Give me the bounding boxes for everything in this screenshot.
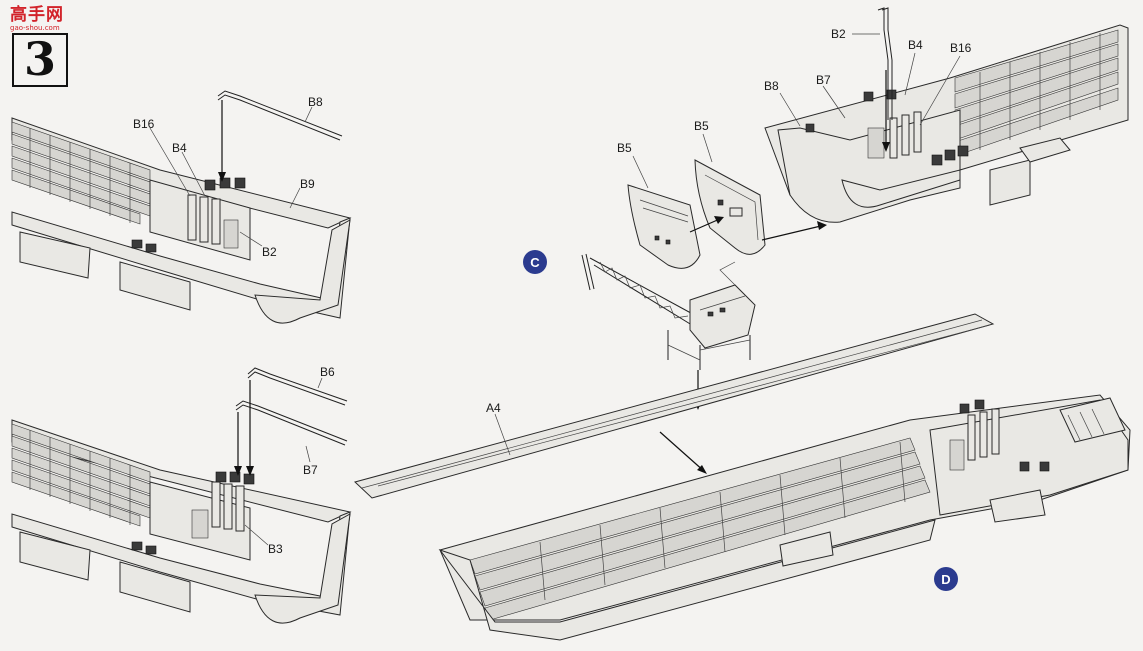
- part-label-b7-top-right: B7: [816, 73, 831, 87]
- part-label-b3-bottom-left: B3: [268, 542, 283, 556]
- deck-plank-a4: [354, 313, 995, 499]
- part-label-b5-right: B5: [694, 119, 709, 133]
- brick-rows-top-left: [11, 121, 151, 225]
- hull-section-main: [438, 394, 1131, 641]
- marker-c-label: C: [530, 255, 540, 270]
- part-label-b5-left: B5: [617, 141, 632, 155]
- stair-assembly-bottom-left: [131, 471, 255, 555]
- part-label-b2-top-left: B2: [262, 245, 277, 259]
- brick-rows-main: [469, 437, 931, 621]
- part-label-b9-top-left: B9: [300, 177, 315, 191]
- site-logo: 高手网 gao-shou.com: [10, 6, 76, 32]
- part-label-b16-top-right: B16: [950, 41, 972, 55]
- hull-section-top-right: [764, 7, 1129, 223]
- end-panel-b5-left: [627, 155, 701, 269]
- end-panel-b5-right: [694, 133, 766, 255]
- marker-d: D: [934, 567, 958, 591]
- hull-section-top-left: [11, 90, 352, 324]
- logo-url: gao-shou.com: [10, 24, 60, 32]
- stair-assembly-main: [949, 399, 1050, 472]
- part-label-b2-top-right: B2: [831, 27, 846, 41]
- crane-assembly: [581, 253, 756, 370]
- part-label-b6-bottom-left: B6: [320, 365, 335, 379]
- hull-section-bottom-left: [11, 367, 352, 624]
- part-label-b16-top-left: B16: [133, 117, 155, 131]
- part-label-b7-bottom-left: B7: [303, 463, 318, 477]
- logo-text: 高手网: [10, 5, 64, 25]
- stair-assembly-top-left: [131, 177, 246, 253]
- marker-c: C: [523, 250, 547, 274]
- part-label-a4: A4: [486, 401, 501, 415]
- part-label-b8-top-left: B8: [308, 95, 323, 109]
- part-label-b4-top-left: B4: [172, 141, 187, 155]
- marker-d-label: D: [941, 572, 950, 587]
- step-number-box: 3: [12, 33, 68, 87]
- brick-rows-bottom-left: [11, 423, 151, 527]
- part-label-b4-top-right: B4: [908, 38, 923, 52]
- brick-rows-top-right: [954, 29, 1119, 157]
- step-number: 3: [23, 32, 56, 86]
- part-label-b8-top-right: B8: [764, 79, 779, 93]
